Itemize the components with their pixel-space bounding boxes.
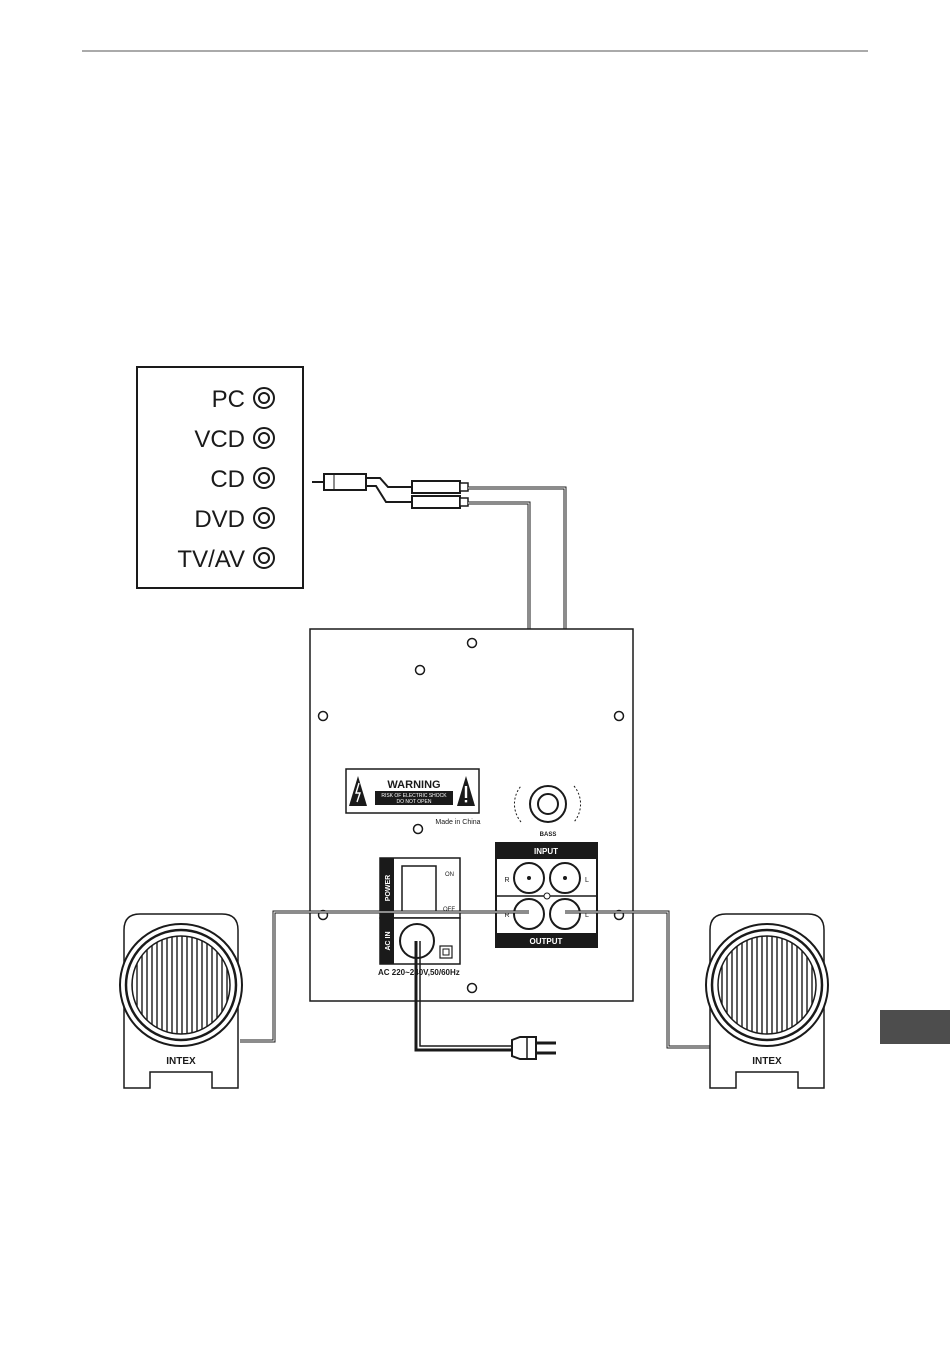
made-in-label: Made in China <box>435 819 480 826</box>
speaker-grille <box>132 936 230 1034</box>
source-label-tvav: TV/AV <box>177 546 245 573</box>
power-on-label: ON <box>445 872 454 878</box>
ac-in-label: AC IN <box>385 931 392 950</box>
warning-label: WARNING RISK OF ELECTRIC SHOCK DO NOT OP… <box>346 769 479 813</box>
warning-title: WARNING <box>387 779 440 791</box>
warning-line-2: DO NOT OPEN <box>397 799 432 805</box>
right-speaker-brand: INTEX <box>752 1056 782 1067</box>
left-speaker-brand: INTEX <box>166 1056 196 1067</box>
ac-rating-label: AC 220~240V,50/60Hz <box>378 968 460 977</box>
input-label: INPUT <box>534 847 558 856</box>
output-r-jack <box>514 899 544 929</box>
output-l-jack <box>550 899 580 929</box>
source-label-cd: CD <box>210 466 245 493</box>
source-panel: PC VCD CD DVD TV/AV <box>137 367 303 588</box>
io-block: INPUT OUTPUT R L R L <box>496 843 597 947</box>
left-speaker: INTEX <box>120 914 242 1088</box>
power-plug-icon <box>512 1037 556 1059</box>
subwoofer-panel: WARNING RISK OF ELECTRIC SHOCK DO NOT OP… <box>310 629 633 1001</box>
bass-label: BASS <box>540 832 557 838</box>
speaker-grille <box>718 936 816 1034</box>
page-tab-marker <box>880 1010 950 1044</box>
input-r-label: R <box>504 877 509 884</box>
source-label-pc: PC <box>212 386 245 413</box>
output-label: OUTPUT <box>530 937 563 946</box>
input-l-label: L <box>585 877 589 884</box>
source-label-vcd: VCD <box>194 426 245 453</box>
source-label-dvd: DVD <box>194 506 245 533</box>
power-switch <box>402 866 436 912</box>
right-speaker: INTEX <box>706 914 828 1088</box>
power-label: POWER <box>385 875 392 901</box>
